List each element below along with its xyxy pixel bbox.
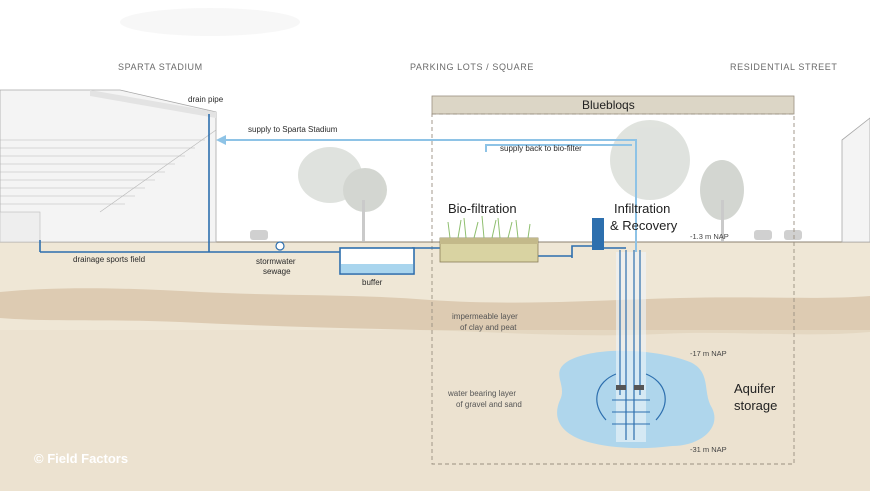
sky-sketch: [120, 8, 300, 36]
bluebloqs-title-bar: [431, 95, 795, 115]
bluebloqs-frame: [431, 113, 795, 465]
stormwater-label-line2: sewage: [263, 267, 291, 276]
infiltration-unit: [592, 218, 604, 250]
stadium-building: [0, 89, 217, 243]
stormwater-label-line1: stormwater: [256, 257, 296, 266]
drainage-label: drainage sports field: [73, 255, 146, 264]
screen-arrows: [612, 399, 650, 425]
pipe-network: [39, 114, 626, 258]
impermeable-label-line2: of clay and peat: [460, 323, 517, 332]
drain-pipe-label: drain pipe: [188, 95, 224, 104]
supply-back-label: supply back to bio-filter: [500, 144, 582, 153]
water-layer-label-line1: water bearing layer: [448, 389, 517, 398]
credit-watermark: © Field Factors: [34, 451, 129, 466]
aquifer-label-line1: Aquifer: [734, 381, 776, 396]
house: [841, 117, 870, 243]
buffer-label: buffer: [362, 278, 383, 287]
infiltration-label-line2: & Recovery: [610, 218, 678, 233]
supply-stadium-label: supply to Sparta Stadium: [248, 125, 338, 134]
aquifer-flow-arrows: [596, 373, 666, 421]
clay-peat-layer: [0, 288, 870, 336]
biofiltration-label: Bio-filtration: [448, 201, 517, 216]
biofilter-reeds: [447, 215, 531, 239]
supply-flow-arrows: [222, 139, 637, 252]
aquifer-label-line2: storage: [734, 398, 778, 413]
water-layer-label-line2: of gravel and sand: [456, 400, 522, 409]
infiltration-label-line1: Infiltration: [614, 201, 671, 216]
depth-surface: -1.3 m NAP: [690, 232, 729, 241]
impermeable-label-line1: impermeable layer: [452, 312, 518, 321]
stormwater-manhole: [275, 241, 285, 251]
depth-deep: -31 m NAP: [690, 445, 727, 454]
depth-mid: -17 m NAP: [690, 349, 727, 358]
supply-arrowhead: [216, 135, 226, 145]
zone-label-residential: RESIDENTIAL STREET: [730, 62, 838, 72]
parked-cars: [250, 230, 802, 240]
well-casing: [616, 252, 646, 442]
zone-label-stadium: SPARTA STADIUM: [118, 62, 203, 72]
zone-label-parking: PARKING LOTS / SQUARE: [410, 62, 534, 72]
system-title: Bluebloqs: [582, 98, 635, 112]
